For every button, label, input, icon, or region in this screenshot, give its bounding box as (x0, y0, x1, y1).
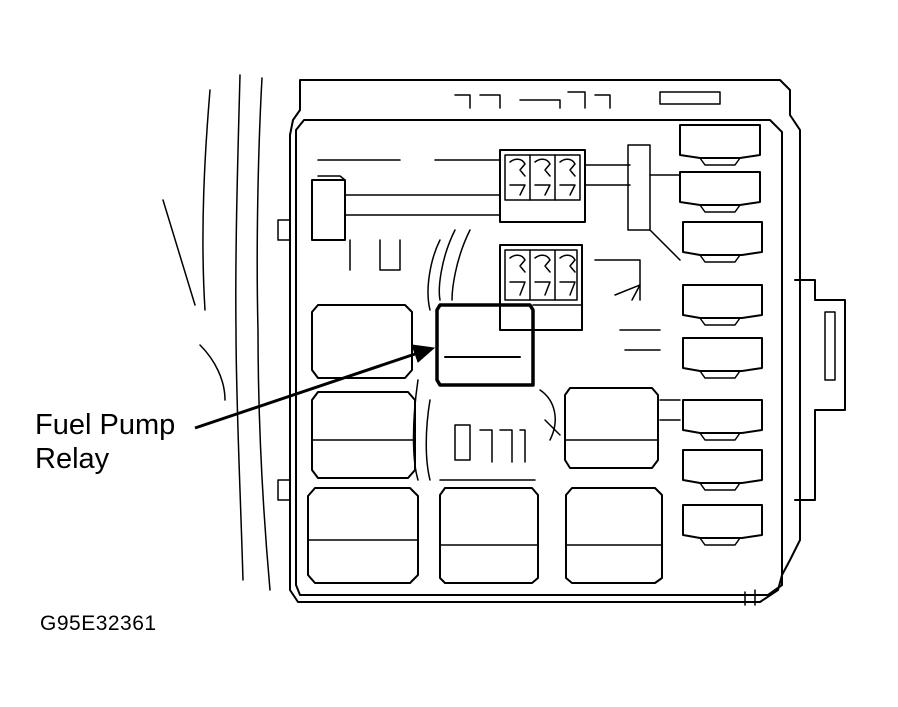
relay-left-middle (311, 391, 416, 479)
figure-code: G95E32361 (40, 612, 157, 635)
fuse-block-middle (499, 244, 583, 331)
body-panel-lines (162, 74, 271, 591)
callout-label-line1: Fuel Pump (35, 409, 176, 441)
callout-label-line2: Relay (35, 443, 110, 475)
relay-left-bottom (307, 487, 419, 584)
connector-small (439, 424, 536, 481)
relay-right-bottom (565, 487, 663, 584)
fuse-box-housing (277, 79, 801, 606)
fuse-column-right (679, 124, 763, 546)
relay-center-bottom (439, 487, 539, 584)
relay-left-top (311, 304, 413, 379)
small-fuse (311, 175, 346, 241)
side-bracket (794, 279, 846, 501)
relay-right-middle (564, 387, 659, 469)
fuel-pump-relay (435, 303, 583, 387)
callout-arrow (194, 344, 436, 430)
fuse-block-top (499, 149, 586, 223)
internal-lines (317, 144, 681, 481)
